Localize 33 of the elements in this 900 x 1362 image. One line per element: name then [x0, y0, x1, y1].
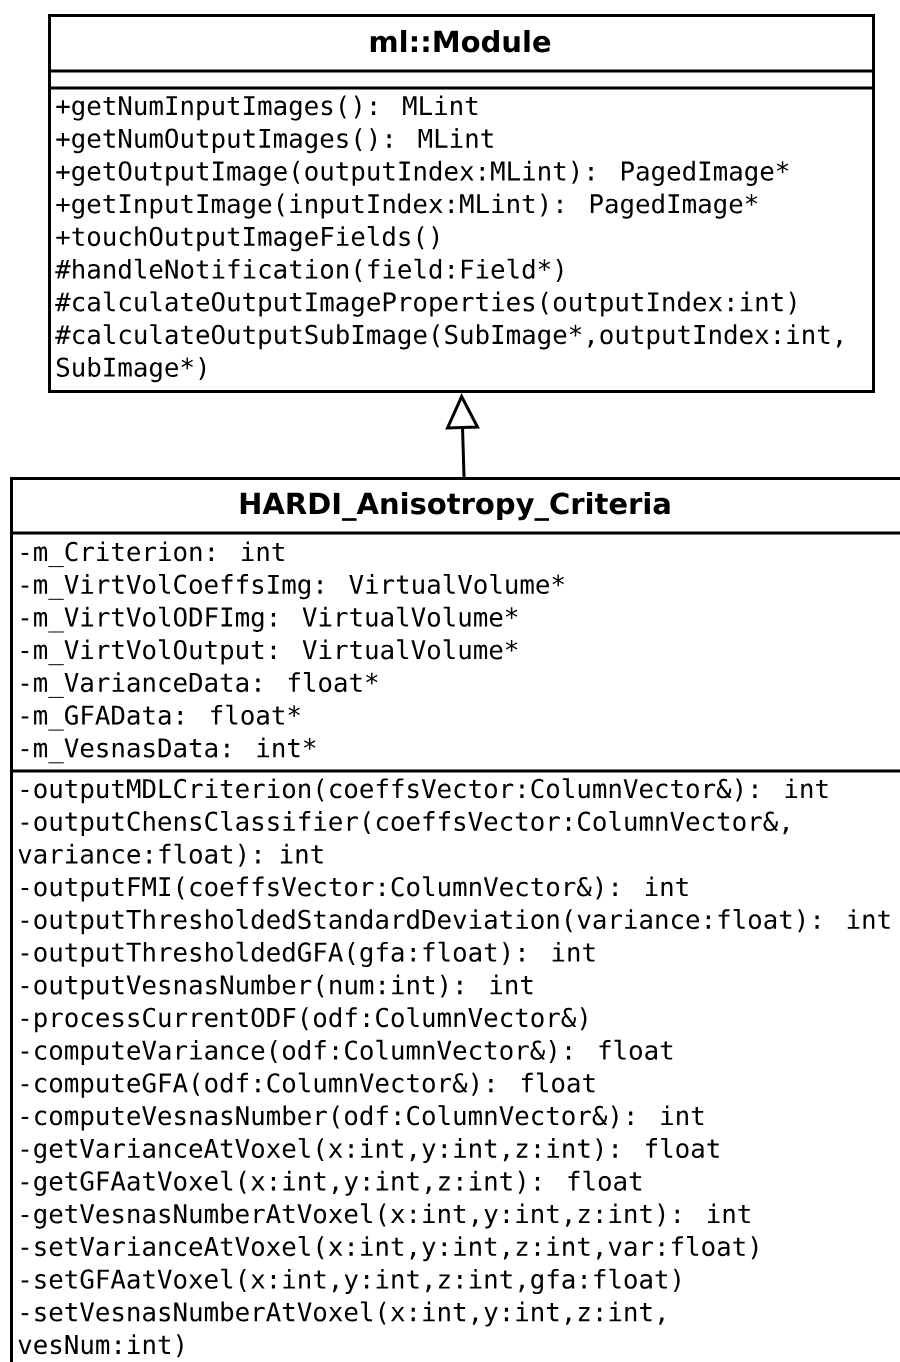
method-text: -setVarianceAtVoxel(x:int,y:int,z:int,var:float) — [21, 1236, 758, 1262]
method-text: +getOutputImage(outputIndex:MLint): PagedImage* — [56, 160, 789, 186]
class-name: HARDI_Anisotropy_Criteria — [240, 491, 670, 521]
method-text: -outputThresholdedStandardDeviation(variance:float): int — [21, 909, 890, 935]
method-text: -computeVariance(odf:ColumnVector&): float — [21, 1039, 673, 1065]
attribute-text: -m_VirtVolODFImg: VirtualVolume* — [21, 606, 518, 633]
method-text: -computeGFA(odf:ColumnVector&): float — [21, 1072, 595, 1098]
method-text: -processCurrentODF(odf:ColumnVector&) — [21, 1007, 587, 1033]
method-text: #calculateOutputSubImage(SubImage*,outputIndex:int, SubImage*) — [55, 324, 842, 383]
method-text: -outputChensClassifier(coeffsVector:ColumnVector&, variance:float): int — [18, 810, 788, 867]
method-text: -outputVesnasNumber(num:int): int — [21, 974, 533, 1000]
method-text: +getNumInputImages(): MLint — [56, 95, 478, 121]
attribute-text: -m_VarianceData: float* — [21, 672, 378, 698]
attribute-text: -m_Criterion: int — [21, 541, 284, 568]
method-text: -outputMDLCriterion(coeffsVector:ColumnVector&): int — [21, 778, 828, 804]
method-text: -computeVesnasNumber(odf:ColumnVector&): int — [21, 1105, 704, 1131]
method-text: #calculateOutputImageProperties(outputIndex:int) — [55, 291, 796, 317]
attribute-text: -m_VirtVolOutput: VirtualVolume* — [21, 639, 518, 666]
method-text: -getVarianceAtVoxel(x:int,y:int,z:int): float — [21, 1137, 719, 1164]
method-text: -setVesnasNumberAtVoxel(x:int,y:int,z:int, vesNum:int) — [18, 1301, 664, 1358]
attribute-text: -m_GFAData: float* — [21, 704, 300, 731]
method-text: +getNumOutputImages(): MLint — [56, 128, 493, 154]
method-text: -setGFAatVoxel(x:int,y:int,z:int,gfa:float) — [21, 1268, 680, 1295]
method-text: -getVesnasNumberAtVoxel(x:int,y:int,z:int): int — [21, 1203, 750, 1229]
method-text: +getInputImage(inputIndex:MLint): PagedImage* — [56, 193, 758, 219]
method-text: -outputFMI(coeffsVector:ColumnVector&): int — [21, 876, 688, 902]
method-text: -getGFAatVoxel(x:int,y:int,z:int): float — [21, 1170, 642, 1196]
method-text: -outputThresholdedGFA(gfa:float): int — [21, 941, 595, 968]
method-text: +touchOutputImageFields() — [56, 226, 439, 252]
attribute-text: -m_VesnasData: int* — [21, 737, 316, 764]
method-text: #handleNotification(field:Field*) — [55, 258, 563, 282]
class-name: ml::Module — [370, 29, 551, 53]
attribute-text: -m_VirtVolCoeffsImg: VirtualVolume* — [21, 573, 564, 600]
